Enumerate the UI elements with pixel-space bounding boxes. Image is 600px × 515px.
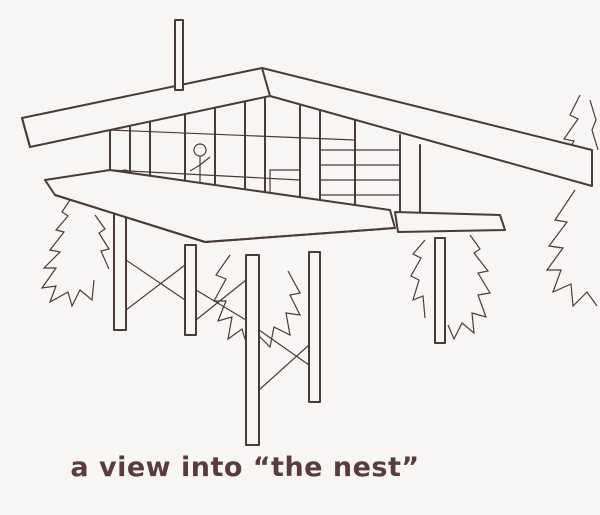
chimney: [174, 19, 184, 91]
tree-right: [545, 94, 599, 308]
tree-left: [40, 199, 110, 308]
tree-middle-right: [410, 234, 491, 341]
deck: [44, 169, 506, 243]
caption: a view into “the nest”: [70, 452, 420, 483]
support-posts: [113, 199, 446, 446]
roof: [21, 19, 593, 187]
